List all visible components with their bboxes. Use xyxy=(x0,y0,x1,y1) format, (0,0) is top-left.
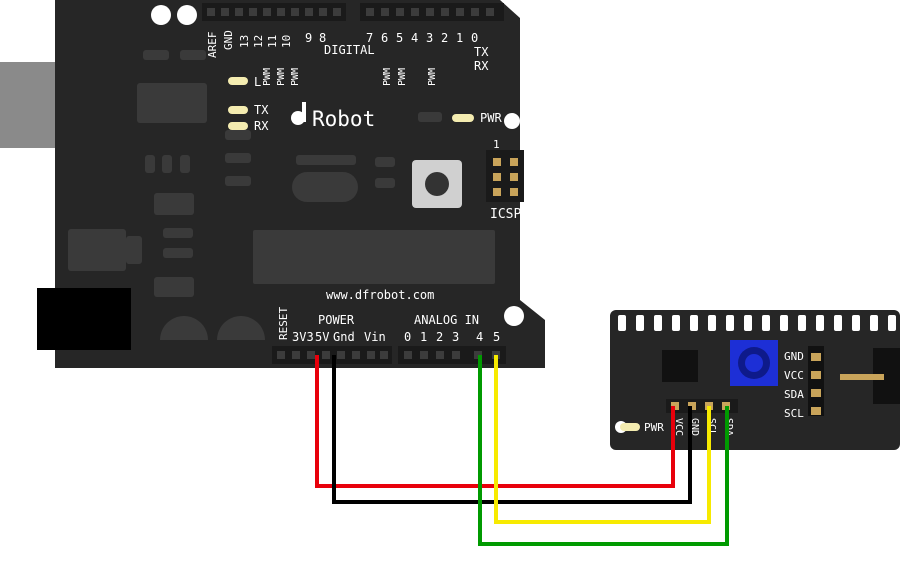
power-title: POWER xyxy=(318,313,355,327)
analog-pin-5: 5 xyxy=(493,330,500,344)
reset-button-cap xyxy=(425,172,449,196)
board-components xyxy=(68,50,495,340)
mounting-hole xyxy=(504,306,524,326)
led-pwr xyxy=(452,114,474,122)
pin-label-0: 0 xyxy=(471,31,478,45)
bottom-pin-gnd: GND xyxy=(689,418,700,436)
pin-label-4: 4 xyxy=(411,31,418,45)
pin-label-3: 3 xyxy=(426,31,433,45)
analog-title: ANALOG IN xyxy=(414,313,479,327)
dc-jack xyxy=(37,288,131,350)
pwm-label-9: PWM xyxy=(290,68,301,86)
icsp-header xyxy=(486,150,524,202)
pwm-label-3: PWM xyxy=(427,68,438,86)
module-ic-chip xyxy=(662,350,698,382)
analog-pin-1: 1 xyxy=(420,330,427,344)
module-side-header xyxy=(808,346,824,416)
digital-header-right xyxy=(360,3,504,21)
power-pin-3v3: 3V3 xyxy=(292,330,314,344)
pin-label-2: 2 xyxy=(441,31,448,45)
wire-gnd-gnd xyxy=(332,355,692,504)
mounting-hole xyxy=(151,5,171,25)
power-pin-vin: Vin xyxy=(364,330,386,344)
mounting-hole xyxy=(504,113,520,129)
side-pin-vcc: VCC xyxy=(784,369,804,382)
pin-label-5: 5 xyxy=(396,31,403,45)
rx-label: RX xyxy=(474,59,489,73)
wire-a4-sda xyxy=(478,355,729,546)
pin-label-13: 13 xyxy=(238,35,251,48)
side-pin-gnd: GND xyxy=(784,350,804,363)
potentiometer xyxy=(730,340,778,386)
pwm-label-5: PWM xyxy=(397,68,408,86)
module-pwr-label: PWR xyxy=(644,421,664,434)
brand-label: Robot xyxy=(312,107,375,131)
pin-label-7: 7 xyxy=(366,31,373,45)
bottom-pin-vcc: VCC xyxy=(673,418,684,436)
led-pwr-label: PWR xyxy=(480,111,502,125)
icsp-label: ICSP xyxy=(490,207,521,222)
tx-label: TX xyxy=(474,45,489,59)
module-top-pins xyxy=(618,315,896,331)
pwm-label-11: PWM xyxy=(262,68,273,86)
power-pin-gnd: Gnd xyxy=(333,330,355,344)
led-l-label: L xyxy=(254,75,261,89)
analog-pin-3: 3 xyxy=(452,330,459,344)
reset-label: RESET xyxy=(277,307,290,340)
icsp-pin1-label: 1 xyxy=(493,138,500,151)
led-tx-label: TX xyxy=(254,103,269,117)
led-rx xyxy=(228,122,248,130)
contrast-jumper xyxy=(840,348,900,404)
led-rx-label: RX xyxy=(254,119,269,133)
pwm-label-6: PWM xyxy=(382,68,393,86)
side-pin-sda: SDA xyxy=(784,388,804,401)
analog-pin-0: 0 xyxy=(404,330,411,344)
pin-label-1: 1 xyxy=(456,31,463,45)
pwm-label-10: PWM xyxy=(276,68,287,86)
dfrobot-logo xyxy=(291,102,306,125)
module-led-pwr xyxy=(620,423,640,431)
pin-label-10: 10 xyxy=(280,35,293,48)
mounting-hole xyxy=(177,5,197,25)
pin-label-9: 9 xyxy=(305,31,312,45)
pin-label-12: 12 xyxy=(252,35,265,48)
wire-a5-scl xyxy=(494,355,711,524)
analog-pin-2: 2 xyxy=(436,330,443,344)
digital-title: DIGITAL xyxy=(324,43,375,57)
pin-label-6: 6 xyxy=(381,31,388,45)
side-pin-scl: SCL xyxy=(784,407,804,420)
pin-label-gnd: GND xyxy=(222,30,235,50)
pin-label-8: 8 xyxy=(319,31,326,45)
digital-header-left xyxy=(202,3,346,21)
led-tx xyxy=(228,106,248,114)
pin-label-11: 11 xyxy=(266,35,279,48)
power-pin-5v: 5V xyxy=(315,330,329,344)
bottom-pin-scl: SCL xyxy=(706,418,717,436)
board-url: www.dfrobot.com xyxy=(326,288,434,302)
analog-header xyxy=(398,346,506,364)
pin-label-aref: AREF xyxy=(206,32,219,59)
led-l xyxy=(228,77,248,85)
analog-pin-4: 4 xyxy=(476,330,483,344)
